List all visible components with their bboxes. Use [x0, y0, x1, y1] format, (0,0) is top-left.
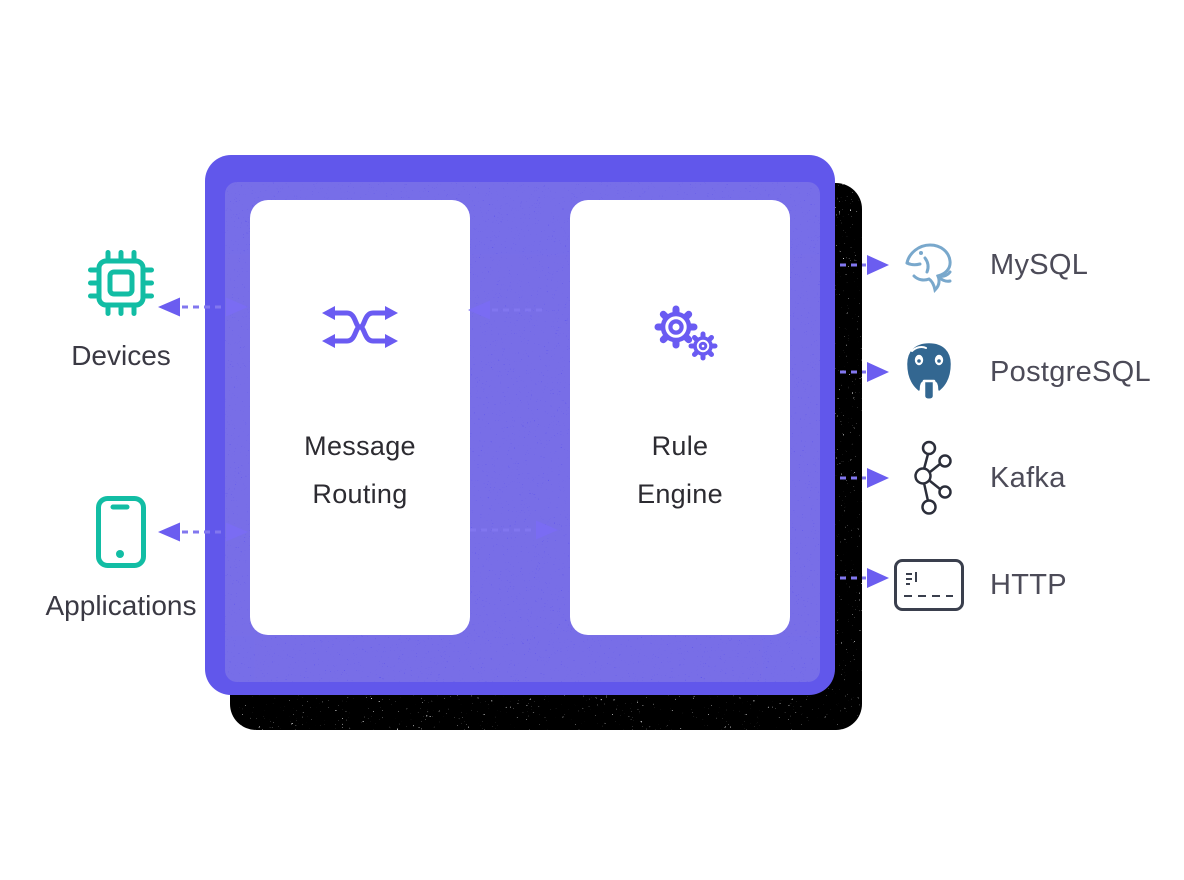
- arrowhead-postgresql: [867, 362, 889, 382]
- kafka-label: Kafka: [990, 461, 1066, 494]
- card-label-line1: Message: [304, 431, 416, 461]
- kafka-logo: [914, 440, 952, 515]
- rule-engine-card: Rule Engine: [570, 200, 790, 635]
- mysql-row: MySQL: [892, 220, 1088, 310]
- card-label-line1: Rule: [651, 431, 709, 461]
- smartphone-icon: [96, 496, 146, 568]
- mysql-label: MySQL: [990, 248, 1089, 281]
- arrowhead-http: [867, 568, 889, 588]
- http-icon: [894, 559, 964, 611]
- arrowhead-to-rule-engine: [536, 520, 558, 540]
- chip-icon: [88, 250, 154, 316]
- message-routing-card: Message Routing: [250, 200, 470, 635]
- arrowhead-applications-left: [158, 522, 180, 542]
- shuffle-icon: [322, 306, 398, 348]
- devices-label: Devices: [71, 340, 171, 371]
- arrowhead-mysql: [867, 255, 889, 275]
- kafka-row: Kafka: [892, 433, 1066, 523]
- http-label: HTTP: [990, 568, 1067, 601]
- applications-label: Applications: [45, 590, 197, 621]
- arrowhead-to-message-routing: [468, 300, 490, 320]
- postgresql-row: PostgreSQL: [892, 327, 1151, 417]
- arrowhead-devices-left: [158, 297, 180, 317]
- http-row: HTTP: [892, 540, 1067, 630]
- postgresql-label: PostgreSQL: [990, 355, 1151, 388]
- arrowhead-kafka: [867, 468, 889, 488]
- rule-engine-label: Rule Engine: [570, 422, 790, 518]
- card-label-line2: Routing: [312, 479, 408, 509]
- card-label-line2: Engine: [637, 479, 723, 509]
- arrowhead-applications-right: [226, 522, 248, 542]
- postgresql-logo: [904, 340, 954, 401]
- arrowhead-devices-right: [226, 297, 248, 317]
- mysql-logo: [905, 243, 952, 294]
- message-routing-label: Message Routing: [250, 422, 470, 518]
- gears-icon: [654, 305, 718, 361]
